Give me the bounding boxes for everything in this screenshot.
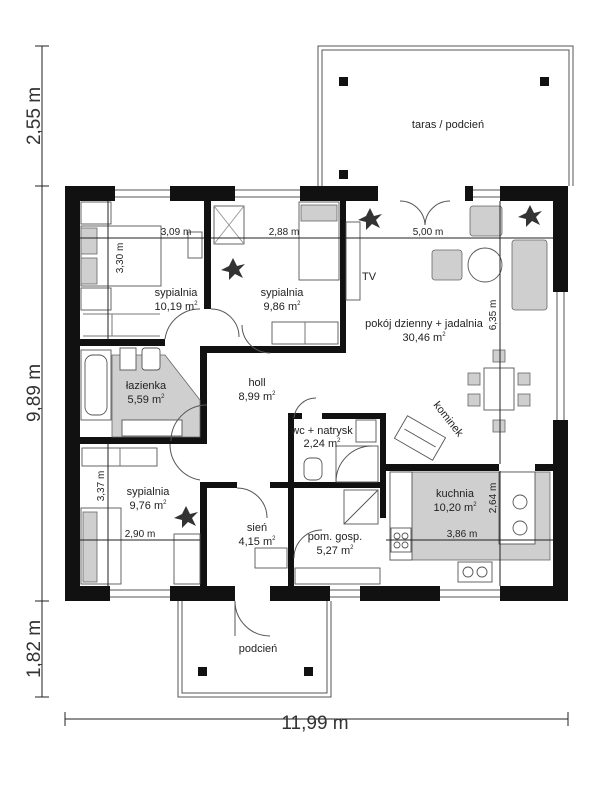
wc-name: wc + natrysk: [290, 425, 353, 437]
outer-dimension-lines: [35, 45, 569, 726]
dim-living-depth: 6,35 m: [488, 300, 499, 331]
kitchen-name: kuchnia: [436, 488, 475, 500]
living-furniture: [393, 200, 548, 461]
dim-b1-width: 3,09 m: [161, 227, 192, 238]
bedroom3-name: sypialnia: [127, 486, 171, 498]
bathroom-name: łazienka: [126, 380, 167, 392]
dim-house-width: 11,99 m: [281, 713, 348, 734]
bedroom2-area: 9,86 m2: [264, 301, 302, 313]
dim-b2-width: 2,88 m: [269, 227, 300, 238]
living-area: 30,46 m2: [402, 332, 446, 344]
living-name: pokój dzienny + jadalnia: [365, 318, 484, 330]
porch-label: podcień: [239, 643, 278, 655]
outer-dimension-labels: 2,55 m 9,89 m 1,82 m 11,99 m: [24, 87, 349, 734]
bedroom3-area: 9,76 m2: [130, 500, 168, 512]
outer-walls: [65, 186, 568, 601]
wc-furniture: [303, 419, 379, 483]
dim-porch-depth: 1,82 m: [24, 620, 45, 678]
room-labels: taras / podcień sypialnia 10,19 m2 sypia…: [126, 119, 484, 655]
hall-area: 8,99 m2: [239, 391, 277, 403]
bedroom1-furniture: [80, 201, 203, 340]
inner-dimension-lines: [80, 201, 553, 586]
wc-area: 2,24 m2: [304, 438, 342, 450]
vestibule-name: sień: [247, 522, 267, 534]
bedroom2-furniture: [210, 201, 361, 354]
dim-b3-width: 2,90 m: [125, 529, 156, 540]
vestibule-utility-furniture: [234, 489, 381, 637]
windows: [110, 189, 565, 598]
plant-icons: [174, 205, 542, 528]
tv-label: TV: [362, 271, 377, 283]
dim-living-width: 5,00 m: [413, 227, 444, 238]
utility-area: 5,27 m2: [317, 545, 355, 557]
dim-kitchen-width: 3,86 m: [447, 529, 478, 540]
bedroom1-name: sypialnia: [155, 287, 199, 299]
utility-name: pom. gosp.: [308, 531, 362, 543]
inner-dimension-labels: 3,09 m 3,30 m 2,88 m 5,00 m 6,35 m 3,37 …: [96, 227, 499, 540]
dim-house-depth: 9,89 m: [24, 364, 45, 422]
terrace-structure: [317, 45, 574, 186]
kitchen-furniture: [389, 471, 551, 583]
kitchen-area: 10,20 m2: [433, 502, 477, 514]
interior-walls: [80, 201, 553, 586]
hall-name: holl: [248, 377, 265, 389]
bathroom-area: 5,59 m2: [128, 394, 166, 406]
hall-doors: [169, 397, 317, 519]
bedroom2-name: sypialnia: [261, 287, 305, 299]
vestibule-area: 4,15 m2: [239, 536, 277, 548]
dim-kitchen-depth: 2,64 m: [488, 483, 499, 514]
bathroom-furniture: [80, 347, 201, 438]
porch-structure: [177, 601, 332, 698]
dim-b3-depth: 3,37 m: [96, 471, 107, 502]
dim-terrace-depth: 2,55 m: [24, 87, 45, 145]
bedroom3-furniture: [80, 447, 201, 585]
bedroom1-area: 10,19 m2: [154, 301, 198, 313]
terrace-label: taras / podcień: [412, 119, 484, 131]
dim-b1-depth: 3,30 m: [115, 243, 126, 274]
